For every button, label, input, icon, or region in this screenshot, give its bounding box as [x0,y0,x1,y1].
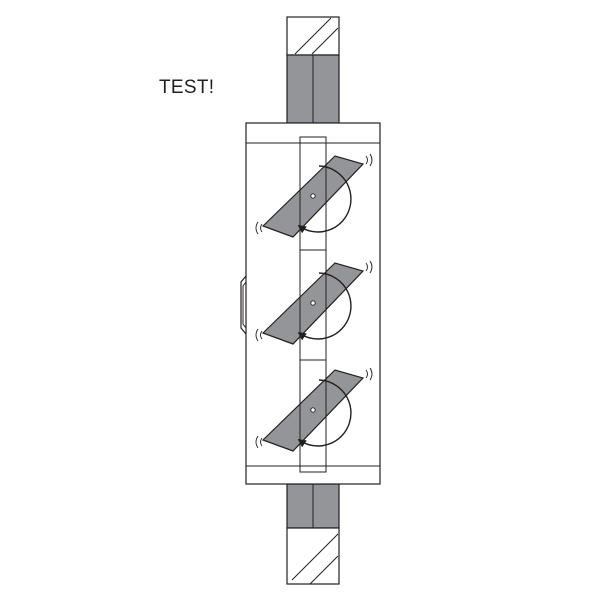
rotation-arrow-icon [297,379,352,448]
rotation-arrow-icon [297,165,352,234]
vibration-icon [255,260,373,342]
bottom-duct [286,483,340,585]
pivot-icon [310,193,316,199]
vibration-icon [255,153,373,235]
blade-top [255,153,373,238]
rotation-arrow-icon [297,272,352,341]
blade-middle [255,260,373,345]
pivot-icon [310,300,316,306]
vibration-icon [255,367,373,449]
top-duct [286,16,340,124]
handle-icon [240,275,247,335]
caption-text: TEST! [159,77,215,98]
pivot-icon [310,407,316,413]
blade-bottom [255,367,373,452]
